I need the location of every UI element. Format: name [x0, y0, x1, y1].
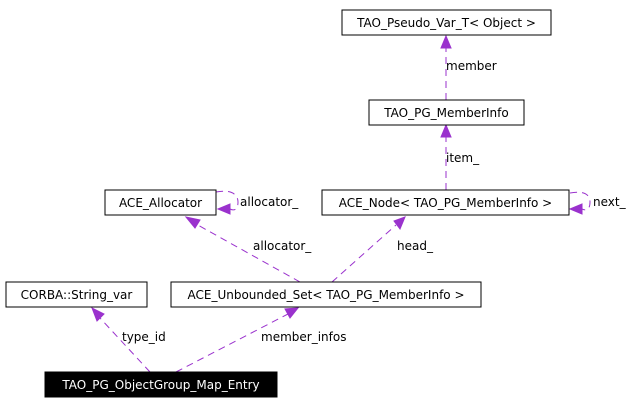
- edge-label-allocator-self: allocator_: [240, 195, 299, 209]
- edge-label-next: next_: [593, 195, 627, 209]
- edge-label-member-infos: member_infos: [261, 330, 346, 344]
- node-label-tao-pg-objectgroup-map-entry: TAO_PG_ObjectGroup_Map_Entry: [61, 378, 259, 392]
- edge-label-item: item_: [446, 151, 480, 165]
- arrowhead-next: [568, 203, 583, 215]
- arrowhead-allocator-self: [216, 203, 231, 215]
- node-corba-string-var[interactable]: CORBA::String_var: [5, 281, 148, 308]
- edge-member-infos: member_infos: [175, 307, 346, 373]
- node-tao-pg-objectgroup-map-entry[interactable]: TAO_PG_ObjectGroup_Map_Entry: [44, 371, 278, 398]
- node-ace-node[interactable]: ACE_Node< TAO_PG_MemberInfo >: [321, 189, 570, 216]
- edge-label-type-id: type_id: [122, 330, 166, 344]
- node-label-ace-unbounded-set: ACE_Unbounded_Set< TAO_PG_MemberInfo >: [187, 288, 464, 302]
- edge-type-id: type_id: [91, 306, 166, 373]
- arrowhead-type-id: [91, 306, 105, 322]
- node-ace-unbounded-set[interactable]: ACE_Unbounded_Set< TAO_PG_MemberInfo >: [170, 281, 482, 308]
- edge-label-allocator: allocator_: [253, 239, 312, 253]
- arrowhead-member-infos: [284, 307, 300, 319]
- node-label-corba-string-var: CORBA::String_var: [21, 288, 133, 302]
- node-label-ace-node: ACE_Node< TAO_PG_MemberInfo >: [339, 196, 552, 210]
- node-tao-pseudo-var[interactable]: TAO_Pseudo_Var_T< Object >: [341, 9, 552, 36]
- node-label-ace-allocator: ACE_Allocator: [119, 196, 202, 210]
- edge-next: next_: [568, 191, 627, 215]
- edge-allocator: allocator_: [184, 216, 312, 283]
- arrowhead-member: [440, 34, 452, 49]
- edge-item: item_: [440, 123, 480, 190]
- node-label-tao-pseudo-var: TAO_Pseudo_Var_T< Object >: [356, 16, 536, 30]
- arrowhead-item: [440, 123, 452, 138]
- edge-label-head: head_: [397, 239, 434, 253]
- edge-allocator-self: allocator_: [215, 190, 299, 215]
- arrowhead-allocator: [184, 216, 201, 229]
- node-ace-allocator[interactable]: ACE_Allocator: [104, 189, 217, 216]
- node-label-tao-pg-memberinfo: TAO_PG_MemberInfo: [383, 106, 508, 120]
- edge-head: head_: [331, 216, 434, 283]
- edge-label-member: member: [446, 59, 497, 73]
- edge-member: member: [440, 34, 497, 100]
- node-tao-pg-memberinfo[interactable]: TAO_PG_MemberInfo: [368, 99, 525, 126]
- arrowhead-head: [393, 216, 406, 230]
